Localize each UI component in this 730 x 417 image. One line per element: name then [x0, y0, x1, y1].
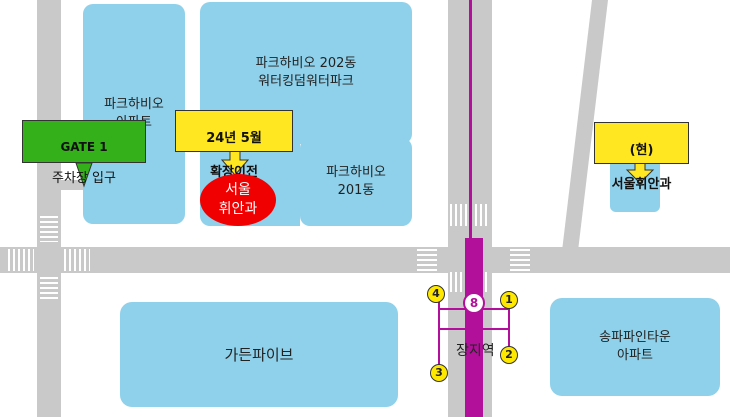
exit-2: 2: [500, 346, 518, 364]
subway-line-badge: 8: [463, 292, 485, 314]
crosswalk: [8, 249, 34, 271]
new-office-marker: 서울 휘안과: [200, 174, 276, 226]
current-office-callout: (현) 서울휘안과: [594, 122, 689, 192]
current-office-callout-name: 서울휘안과: [611, 177, 672, 192]
building-songpa-pine-town: 송파파인타운 아파트: [550, 298, 720, 396]
crosswalk: [40, 277, 58, 301]
current-office-callout-tag: (현): [629, 143, 654, 158]
building-parkhabio-201: 파크하비오 201동: [300, 138, 412, 226]
station-name: 장지역: [456, 343, 495, 359]
arrow-down-icon: [75, 162, 93, 188]
gate-callout: GATE 1 주차장 입구: [22, 120, 146, 186]
building-garden-five: 가든파이브: [120, 302, 398, 407]
road-west-vertical: [37, 0, 61, 417]
subway-line-8: [465, 238, 483, 417]
relocation-callout: 24년 5월 확장이전: [175, 110, 293, 180]
building-parkhabio-apartment: 파크하비오 아파트: [83, 4, 185, 224]
crosswalk: [510, 249, 530, 271]
subway-line-8-thin: [469, 0, 472, 240]
road-gate-spur: [55, 180, 85, 190]
exit-4: 4: [427, 285, 445, 303]
crosswalk: [417, 249, 437, 271]
crosswalk: [64, 249, 90, 271]
road-main-horizontal: [0, 247, 730, 273]
crosswalk: [40, 216, 58, 242]
exit-3: 3: [430, 364, 448, 382]
gate-callout-title: GATE 1: [60, 140, 108, 154]
gate-callout-subtitle: 주차장 입구: [52, 171, 116, 186]
relocation-callout-date: 24년 5월: [206, 131, 262, 146]
exit-1: 1: [500, 291, 518, 309]
